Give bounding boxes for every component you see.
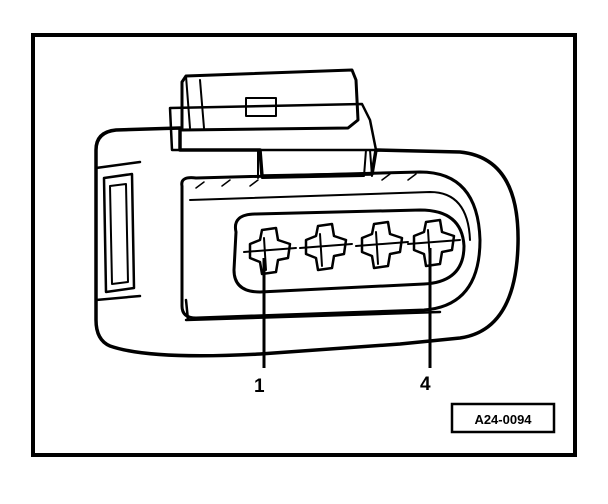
inner-shroud (180, 170, 482, 320)
reference-code: A24-0094 (474, 412, 532, 427)
figure-frame (31, 33, 577, 457)
connector-housing (94, 126, 520, 358)
reference-code-box (450, 402, 556, 434)
pin-2 (299, 222, 353, 272)
latch-tab (180, 68, 360, 132)
pin-label-4: 4 (420, 374, 431, 395)
pin-3 (355, 220, 409, 270)
pin-label-1: 1 (254, 376, 265, 397)
pin-1 (243, 226, 297, 276)
pin-face (232, 208, 466, 294)
connector-drawing (94, 68, 520, 358)
side-window (102, 172, 136, 294)
